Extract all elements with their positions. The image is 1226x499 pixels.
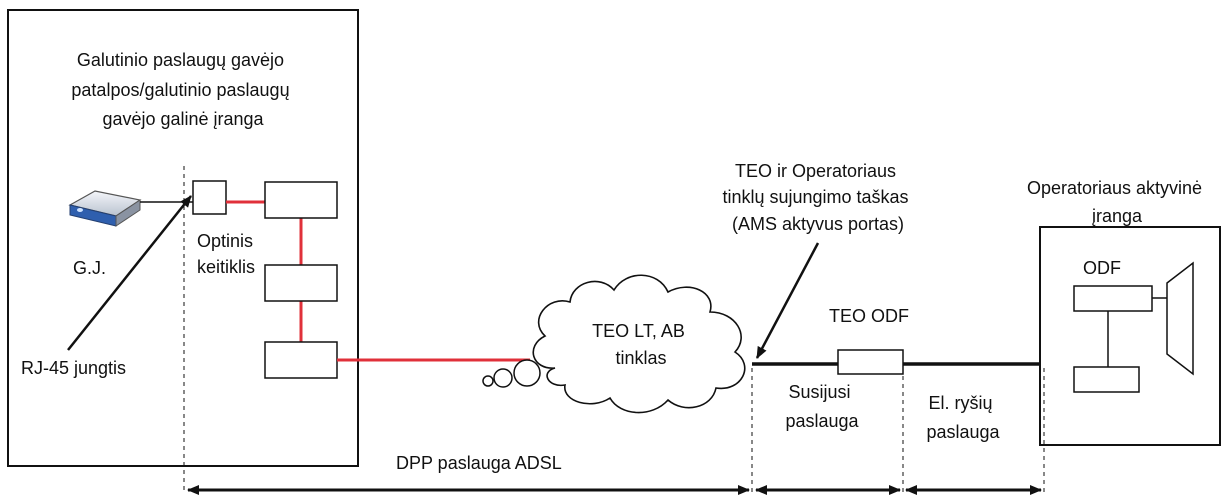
bubble-large bbox=[513, 359, 541, 387]
network-cloud bbox=[532, 274, 746, 414]
operator-title-line-2: įranga bbox=[1092, 206, 1143, 226]
teo-odf-label: TEO ODF bbox=[829, 306, 909, 326]
operator-equipment-trapezoid bbox=[1166, 261, 1194, 376]
optical-converter-label: Optinis keitiklis bbox=[197, 231, 258, 277]
premises-box bbox=[7, 9, 359, 467]
cloud-label-line-1: TEO LT, AB bbox=[592, 321, 685, 341]
gj-label: G.J. bbox=[73, 258, 106, 278]
interconnect-line-2: tinklų sujungimo taškas bbox=[722, 187, 908, 207]
optical-label-line-1: Optinis bbox=[197, 231, 253, 251]
el-line-1: El. ryšių bbox=[928, 393, 992, 413]
cloud-label: TEO LT, AB tinklas bbox=[592, 321, 690, 368]
el-segment-label: El. ryšių paslauga bbox=[926, 393, 1000, 442]
bubble-small bbox=[482, 375, 494, 387]
optical-converter-box bbox=[192, 180, 227, 215]
bubble-medium bbox=[493, 368, 513, 388]
cloud-label-line-2: tinklas bbox=[615, 348, 666, 368]
premises-title-line-3: gavėjo galinė įranga bbox=[102, 109, 264, 129]
related-line-2: paslauga bbox=[785, 411, 859, 431]
premises-title-line-1: Galutinio paslaugų gavėjo bbox=[77, 50, 284, 70]
premises-title: Galutinio paslaugų gavėjo patalpos/galut… bbox=[71, 50, 294, 129]
operator-lower-box bbox=[1073, 366, 1140, 393]
related-line-1: Susijusi bbox=[788, 382, 850, 402]
operator-box bbox=[1039, 226, 1221, 446]
optical-label-line-2: keitiklis bbox=[197, 257, 255, 277]
operator-title: Operatoriaus aktyvinė įranga bbox=[1027, 178, 1207, 226]
rj45-label: RJ-45 jungtis bbox=[21, 358, 126, 378]
interconnect-label: TEO ir Operatoriaus tinklų sujungimo taš… bbox=[722, 161, 913, 234]
premises-device-box-2 bbox=[264, 264, 338, 302]
el-line-2: paslauga bbox=[926, 422, 1000, 442]
operator-odf-box bbox=[1073, 285, 1153, 312]
premises-title-line-2: patalpos/galutinio paslaugų bbox=[71, 80, 289, 100]
interconnect-line-1: TEO ir Operatoriaus bbox=[735, 161, 896, 181]
dpp-segment-label: DPP paslauga ADSL bbox=[396, 453, 562, 473]
operator-title-line-1: Operatoriaus aktyvinė bbox=[1027, 178, 1202, 198]
interconnect-pointer-arrow bbox=[755, 242, 820, 359]
interconnect-line-3: (AMS aktyvus portas) bbox=[732, 214, 904, 234]
premises-device-box-3 bbox=[264, 341, 338, 379]
operator-odf-label: ODF bbox=[1083, 258, 1121, 278]
terminal-device-icon bbox=[68, 190, 142, 227]
teo-odf-box bbox=[837, 349, 904, 375]
rj45-pointer-arrow bbox=[67, 195, 192, 351]
related-segment-label: Susijusi paslauga bbox=[785, 382, 859, 431]
premises-device-box-1 bbox=[264, 181, 338, 219]
